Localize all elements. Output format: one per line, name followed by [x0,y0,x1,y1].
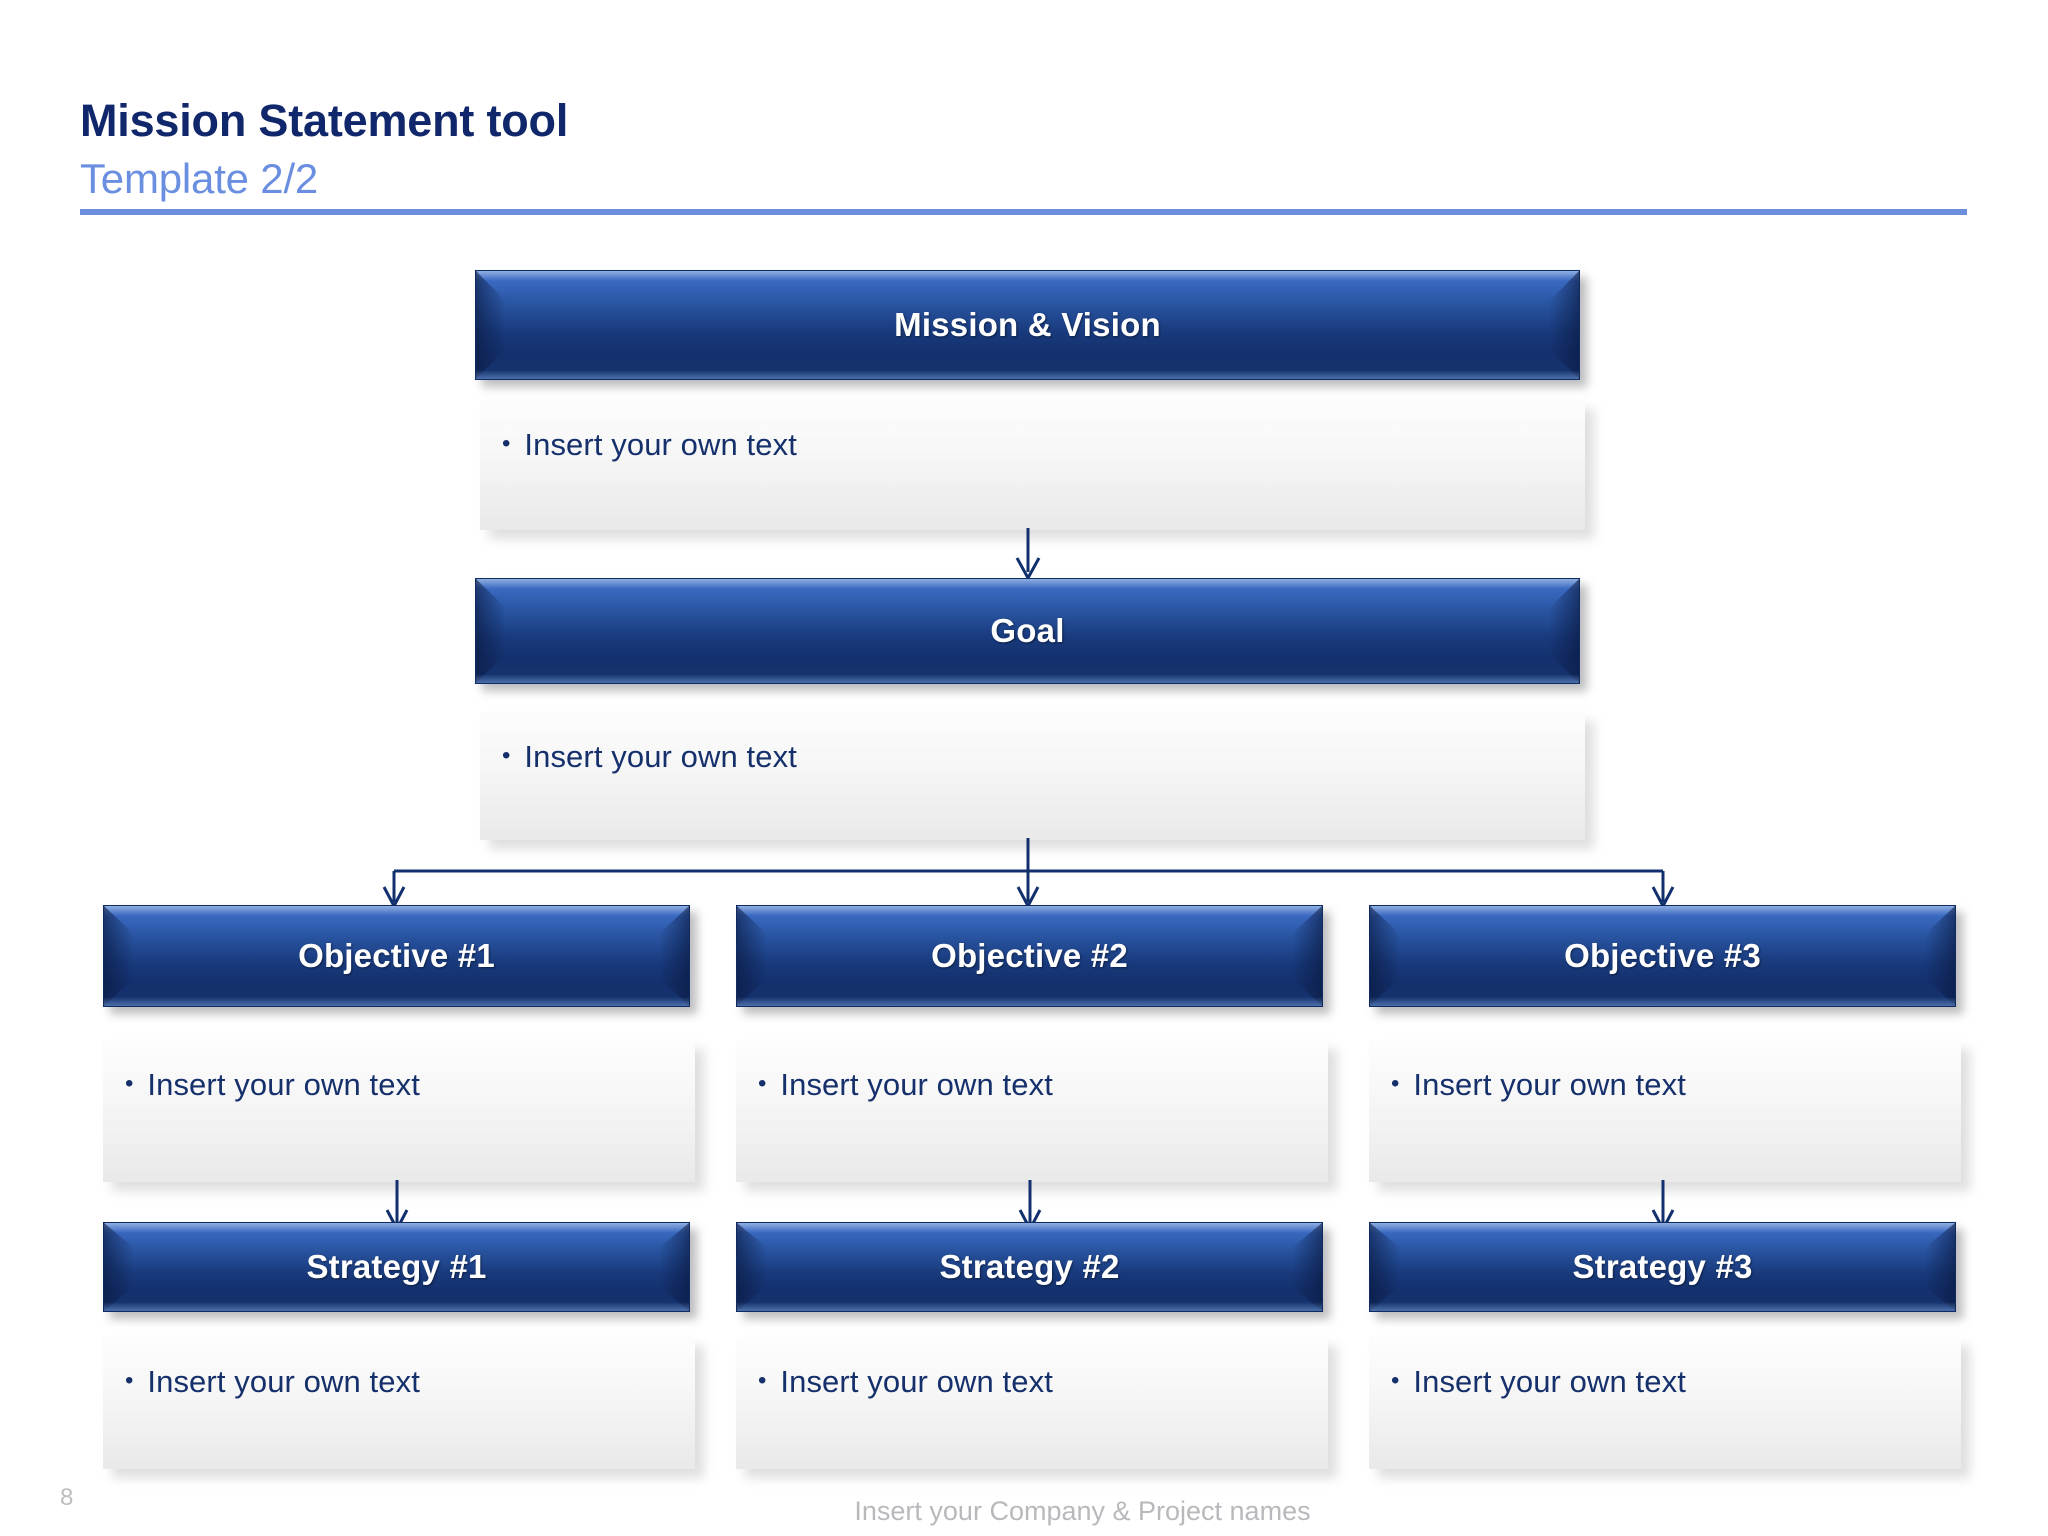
bullet-item: • Insert your own text [502,739,1585,775]
strategy-2-header-box[interactable]: Strategy #2 [736,1222,1323,1312]
objective-1-header-box[interactable]: Objective #1 [103,905,690,1007]
footer-note: Insert your Company & Project names [854,1496,1311,1526]
bullet-item: • Insert your own text [758,1364,1328,1400]
strategy-3-content-box[interactable]: • Insert your own text [1369,1337,1961,1469]
bullet-dot-icon: • [125,1070,134,1097]
goal-content-box[interactable]: • Insert your own text [480,712,1585,840]
connector-mission-to-goal [1014,528,1054,582]
bullet-item: • Insert your own text [1391,1067,1961,1103]
bullet-dot-icon: • [1391,1070,1400,1097]
bullet-text: Insert your own text [780,1364,1053,1399]
bullet-dot-icon: • [502,430,511,457]
bullet-dot-icon: • [758,1070,767,1097]
objective-3-label: Objective #3 [1564,937,1761,974]
mission-vision-label: Mission & Vision [894,306,1161,343]
strategy-2-content-box[interactable]: • Insert your own text [736,1337,1328,1469]
strategy-3-label: Strategy #3 [1572,1248,1753,1285]
objective-3-header-box[interactable]: Objective #3 [1369,905,1956,1007]
strategy-2-label: Strategy #2 [939,1248,1120,1285]
strategy-1-content-box[interactable]: • Insert your own text [103,1337,695,1469]
bullet-dot-icon: • [758,1367,767,1394]
bullet-text: Insert your own text [1413,1067,1686,1102]
objective-2-header-box[interactable]: Objective #2 [736,905,1323,1007]
bullet-text: Insert your own text [1413,1364,1686,1399]
page-number: 8 [60,1484,74,1511]
goal-header-box[interactable]: Goal [475,578,1580,684]
bullet-text: Insert your own text [147,1364,420,1399]
bullet-text: Insert your own text [524,427,797,462]
objective-1-content-box[interactable]: • Insert your own text [103,1040,695,1182]
objective-3-content-box[interactable]: • Insert your own text [1369,1040,1961,1182]
objective-2-label: Objective #2 [931,937,1128,974]
page-subtitle: Template 2/2 [80,155,319,202]
objective-1-label: Objective #1 [298,937,495,974]
strategy-1-header-box[interactable]: Strategy #1 [103,1222,690,1312]
mission-vision-header-box[interactable]: Mission & Vision [475,270,1580,380]
bullet-item: • Insert your own text [502,427,1585,463]
bullet-item: • Insert your own text [1391,1364,1961,1400]
objective-2-content-box[interactable]: • Insert your own text [736,1040,1328,1182]
connector-goal-to-objectives [380,838,1680,910]
bullet-dot-icon: • [502,742,511,769]
bullet-text: Insert your own text [524,739,797,774]
bullet-dot-icon: • [125,1367,134,1394]
strategy-3-header-box[interactable]: Strategy #3 [1369,1222,1956,1312]
mission-vision-content-box[interactable]: • Insert your own text [480,400,1585,530]
header-divider-rule [80,209,1967,215]
bullet-item: • Insert your own text [125,1364,695,1400]
strategy-1-label: Strategy #1 [306,1248,487,1285]
bullet-text: Insert your own text [147,1067,420,1102]
bullet-dot-icon: • [1391,1367,1400,1394]
goal-label: Goal [990,612,1065,649]
bullet-item: • Insert your own text [758,1067,1328,1103]
page-title: Mission Statement tool [80,95,569,146]
bullet-item: • Insert your own text [125,1067,695,1103]
bullet-text: Insert your own text [780,1067,1053,1102]
